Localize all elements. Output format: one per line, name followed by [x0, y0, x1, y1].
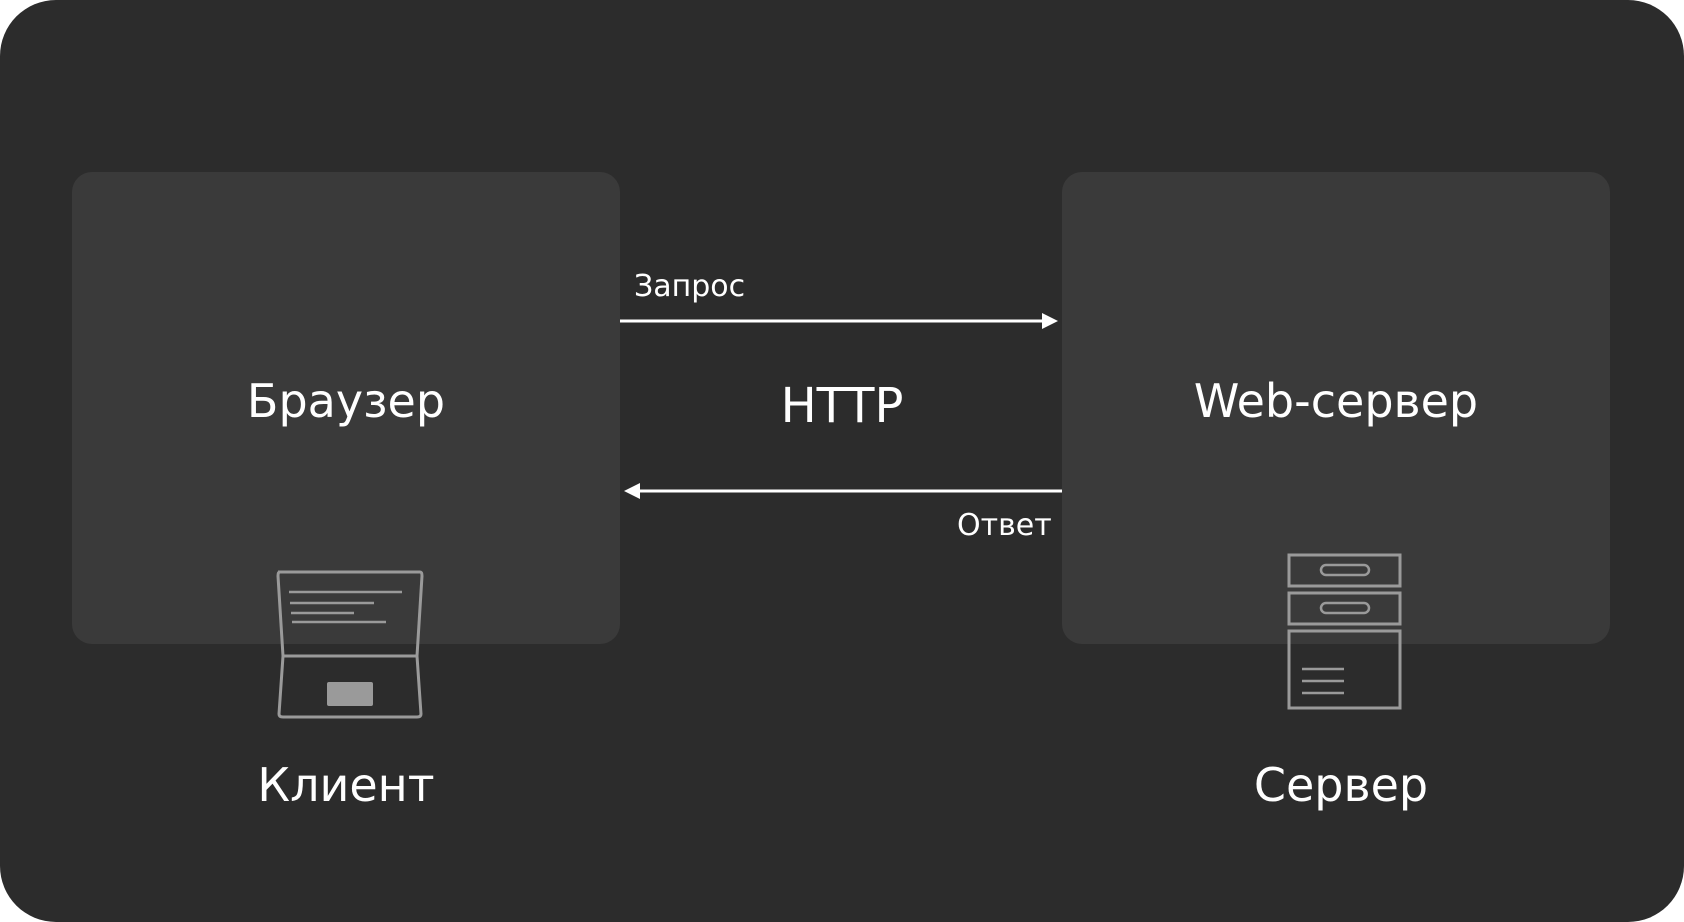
response-label: Ответ — [957, 508, 1052, 543]
laptop-icon — [276, 570, 424, 719]
protocol-label: HTTP — [780, 378, 904, 434]
browser-box: Браузер — [72, 172, 620, 644]
web-server-title: Web-сервер — [1193, 374, 1479, 428]
server-rack-icon — [1287, 553, 1402, 710]
response-arrow — [624, 483, 1062, 499]
server-label: Сервер — [1253, 758, 1429, 812]
request-label: Запрос — [634, 269, 746, 304]
browser-title: Браузер — [246, 374, 446, 428]
request-arrow — [620, 313, 1058, 329]
client-label: Клиент — [257, 758, 435, 812]
